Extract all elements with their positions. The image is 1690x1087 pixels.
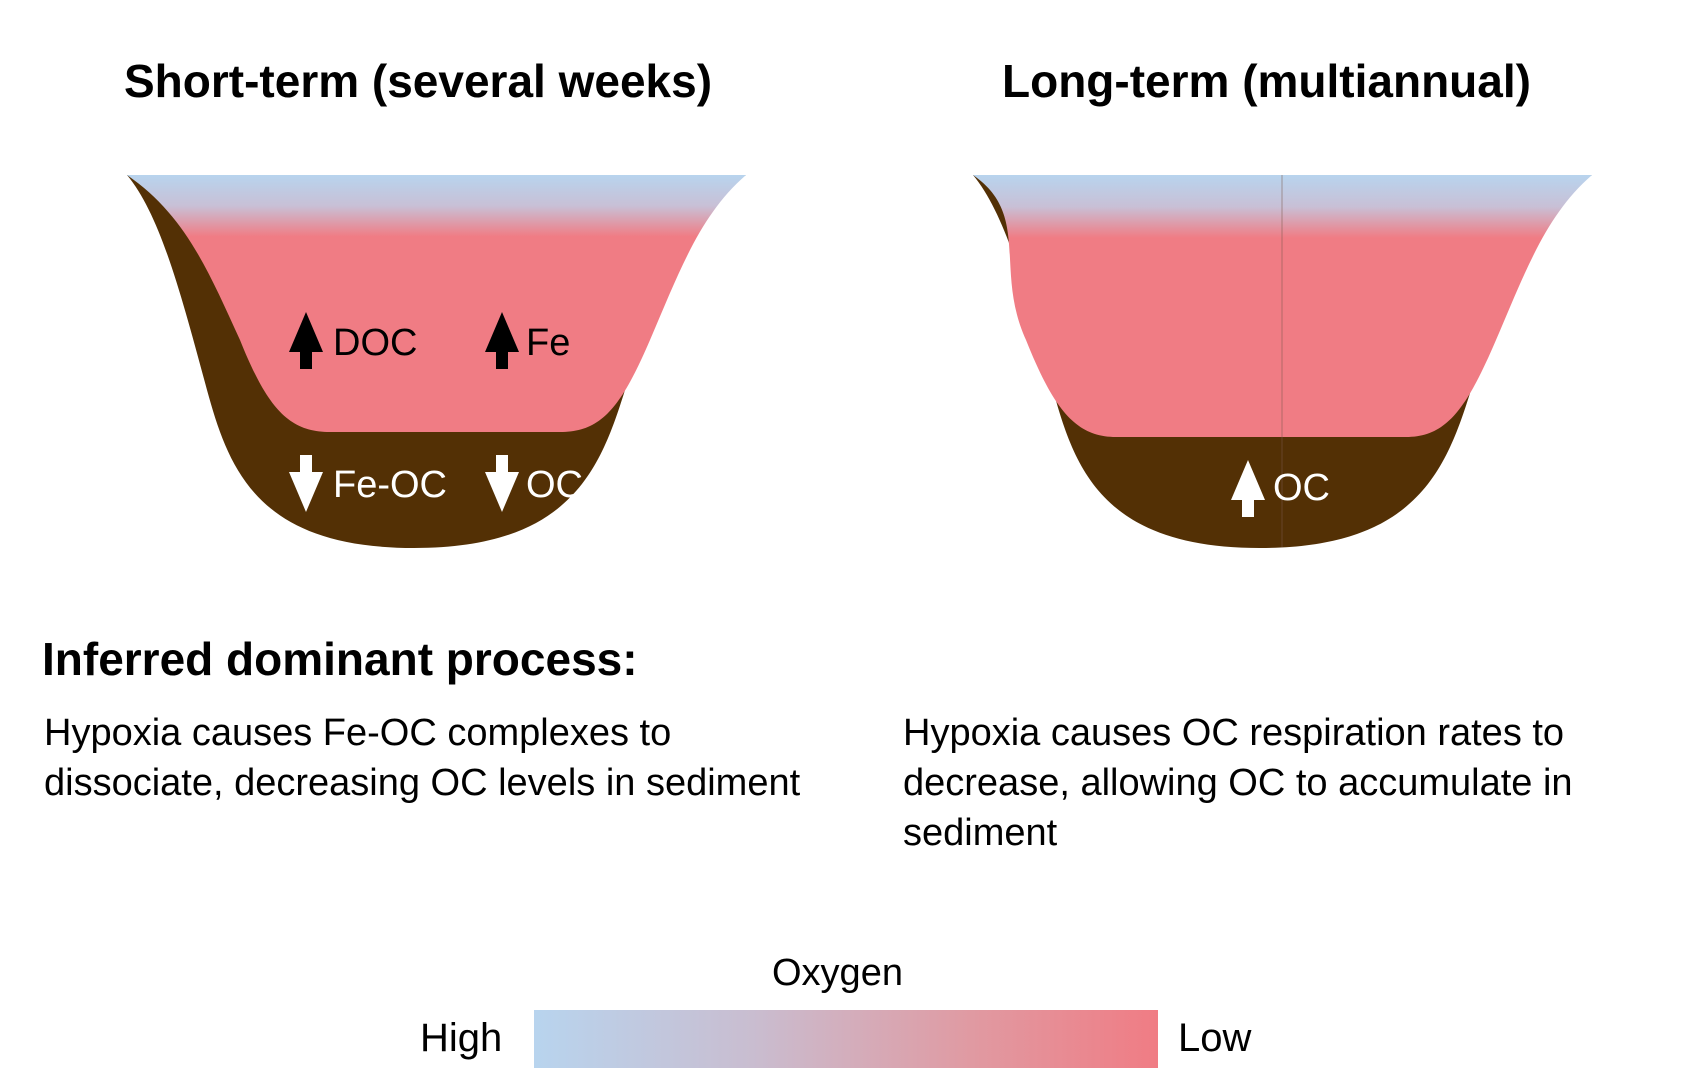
oc-label: OC [526, 464, 583, 506]
fe-oc-label: Fe-OC [333, 464, 447, 506]
long-term-basin [973, 175, 1592, 548]
long-term-title: Long-term (multiannual) [1002, 55, 1531, 107]
process-heading: Inferred dominant process: [42, 633, 638, 685]
water-column [973, 175, 1592, 437]
oc-label: OC [1273, 467, 1330, 509]
up-arrow-icon [485, 312, 519, 369]
short-term-basin [127, 175, 746, 548]
legend-low-label: Low [1178, 1016, 1252, 1060]
up-arrow-icon [1231, 460, 1265, 517]
oxygen-gradient-bar [534, 1010, 1158, 1068]
fe-label: Fe [526, 322, 570, 364]
legend-title: Oxygen [772, 952, 903, 994]
down-arrow-icon [289, 455, 323, 512]
short-term-description: Hypoxia causes Fe-OC complexes to dissoc… [44, 712, 801, 804]
down-arrow-icon [485, 455, 519, 512]
doc-label: DOC [333, 322, 417, 364]
long-term-description: Hypoxia causes OC respiration rates to d… [903, 712, 1573, 854]
legend-high-label: High [420, 1016, 503, 1060]
short-term-title: Short-term (several weeks) [124, 55, 713, 107]
water-column [127, 175, 746, 432]
up-arrow-icon [289, 312, 323, 369]
